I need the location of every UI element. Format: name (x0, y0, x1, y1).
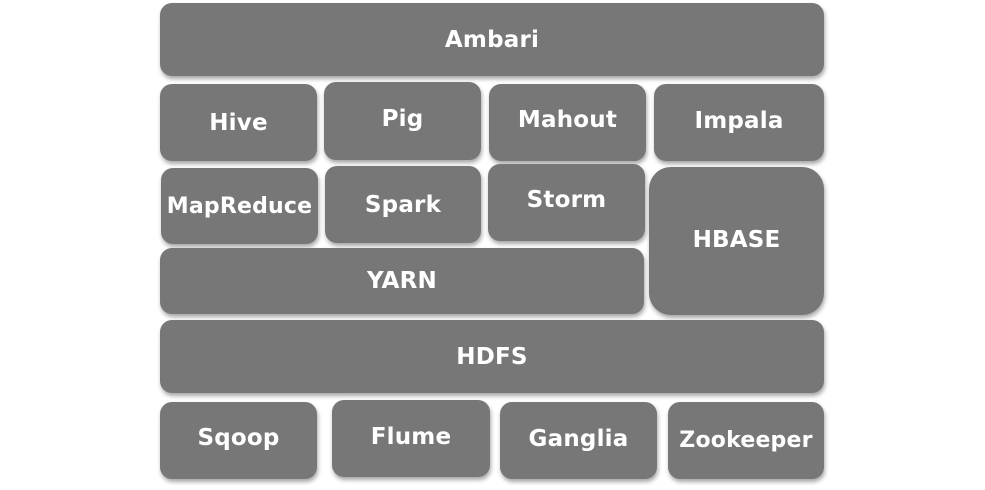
impala-label: Impala (694, 107, 784, 134)
ganglia-label: Ganglia (528, 425, 629, 452)
mapreduce-label: MapReduce (166, 193, 313, 219)
pig-block: Pig (324, 82, 481, 160)
hive-block: Hive (160, 84, 317, 161)
flume-block: Flume (332, 400, 490, 477)
ambari-label: Ambari (444, 26, 540, 53)
hdfs-label: HDFS (456, 343, 528, 370)
storm-block: Storm (488, 164, 645, 241)
ganglia-block: Ganglia (500, 402, 657, 479)
spark-block: Spark (325, 166, 481, 243)
yarn-block: YARN (160, 248, 644, 314)
yarn-label: YARN (366, 268, 437, 294)
hbase-block: HBASE (649, 167, 824, 315)
zookeeper-block: Zookeeper (668, 402, 824, 479)
ambari-block: Ambari (160, 3, 824, 76)
storm-label: Storm (526, 186, 607, 213)
sqoop-label: Sqoop (197, 424, 280, 451)
spark-label: Spark (364, 191, 442, 218)
sqoop-block: Sqoop (160, 402, 317, 479)
hbase-label: HBASE (692, 226, 781, 253)
flume-label: Flume (370, 423, 452, 450)
impala-block: Impala (654, 84, 824, 161)
zookeeper-label: Zookeeper (679, 428, 813, 453)
mapreduce-block: MapReduce (161, 168, 318, 244)
mahout-block: Mahout (489, 84, 646, 161)
pig-label: Pig (381, 106, 424, 132)
hive-label: Hive (209, 109, 268, 136)
hdfs-block: HDFS (160, 320, 824, 393)
mahout-label: Mahout (517, 106, 618, 133)
